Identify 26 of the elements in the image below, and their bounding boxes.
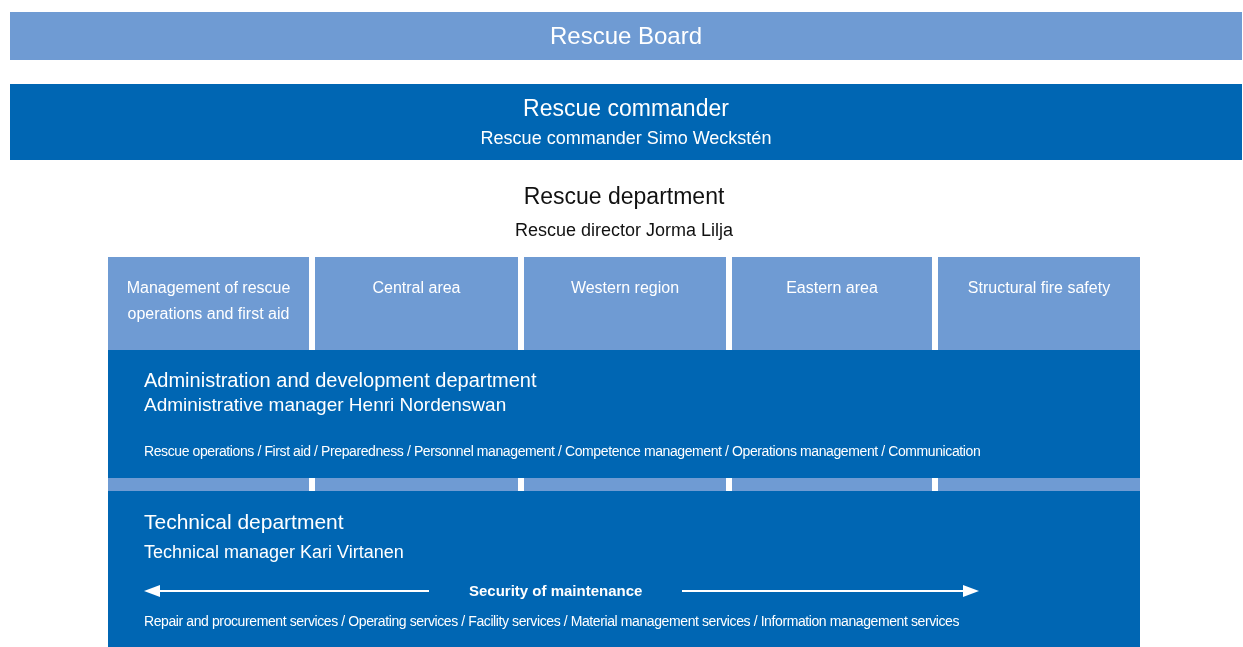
department-band — [108, 350, 1140, 478]
department-title: Rescue department — [523, 182, 725, 211]
unit-label: Central area — [372, 278, 461, 298]
responsibility-list: Rescue operations / First aid / Preparedness / Personnel management / Competence management / Operations management / Communication — [144, 442, 1104, 461]
unit-column — [108, 257, 309, 350]
person-name: Rescue commander Simo Weckstén — [480, 127, 772, 150]
unit-label: Eastern area — [786, 278, 878, 298]
org-box — [10, 84, 1242, 160]
section-label: Security of maintenance — [469, 581, 643, 601]
person-name: Technical manager Kari Virtanen — [144, 541, 405, 564]
department-title: Technical department — [144, 509, 345, 535]
department-band — [108, 491, 1140, 647]
person-name: Administrative manager Henri Nordenswan — [144, 393, 508, 417]
department-title: Administration and development department — [144, 368, 538, 393]
unit-label: Management of rescue operations and first aid — [125, 278, 292, 324]
unit-label: Structural fire safety — [967, 278, 1111, 298]
unit-column — [732, 257, 932, 350]
header-bar — [10, 12, 1242, 60]
unit-column — [524, 257, 726, 350]
responsibility-list: Repair and procurement services / Operating services / Facility services / Material management services / Information management services — [144, 612, 1104, 630]
unit-column — [315, 257, 518, 350]
title-text: Rescue Board — [549, 21, 703, 51]
unit-label: Western region — [570, 278, 680, 298]
role-title: Rescue commander — [523, 94, 729, 124]
person-name: Rescue director Jorma Lilja — [514, 218, 734, 242]
unit-column — [938, 257, 1140, 350]
